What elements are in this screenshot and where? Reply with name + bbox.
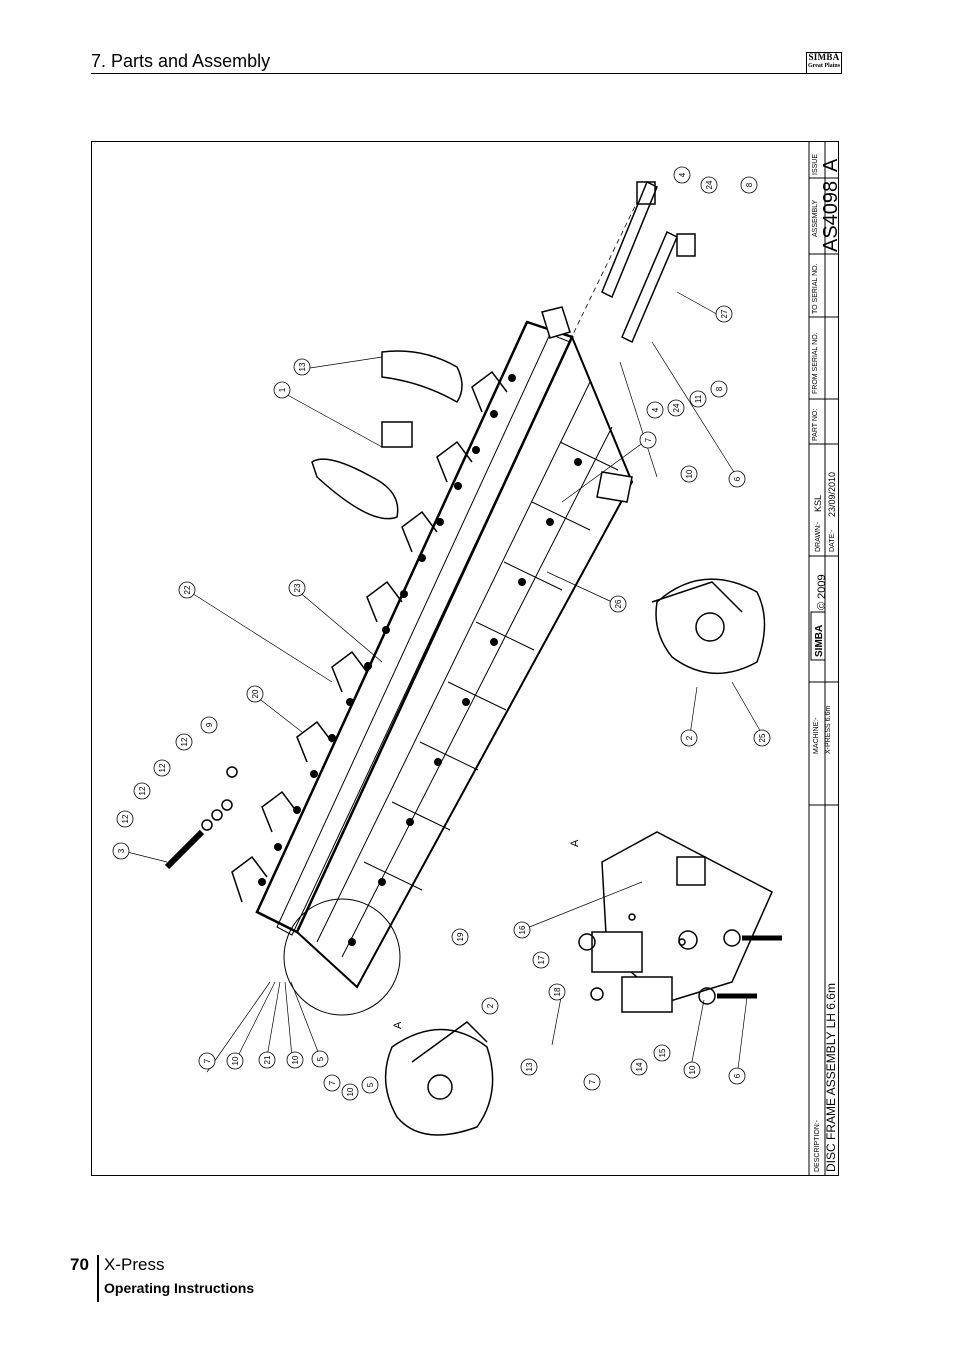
callout-label: 10 <box>346 1087 355 1096</box>
callout-label: 7 <box>328 1080 337 1085</box>
machine-value: X-PRESS 6.6m <box>825 706 832 754</box>
drawn-value: KSL <box>813 495 823 512</box>
callout-label: 15 <box>658 1048 667 1057</box>
to-serial-label: TO SERIAL NO. <box>812 263 819 314</box>
callout-label: 20 <box>251 689 260 698</box>
callout-label: 6 <box>733 1073 742 1078</box>
page-number: 70 <box>70 1255 89 1274</box>
callout-label: 24 <box>705 180 714 189</box>
description-value: DISC FRAME ASSEMBLY LH 6.6m <box>824 983 838 1172</box>
leader-lines <box>126 291 763 1078</box>
callout-label: 2 <box>486 1003 495 1008</box>
issue-value: A <box>820 158 838 172</box>
main-frame-drawing <box>231 306 634 1016</box>
callout-label: 14 <box>635 1062 644 1071</box>
callout-label: 27 <box>720 309 729 318</box>
disc-bottom-left-drawing <box>384 1021 494 1136</box>
callout-label: 1 <box>278 387 287 392</box>
machine-label: MACHINE:- <box>813 717 820 754</box>
callout-label: 8 <box>745 182 754 187</box>
drawn-label: DRAWN:- <box>815 521 822 552</box>
callout-label: 12 <box>138 786 147 795</box>
callout-label: 24 <box>672 403 681 412</box>
callout-label: 17 <box>537 955 546 964</box>
callout-label: 7 <box>203 1058 212 1063</box>
disc-scraper-drawing <box>311 350 463 520</box>
callout-label: 13 <box>525 1062 534 1071</box>
callout-label: 12 <box>180 737 189 746</box>
assembly-number: AS4098 <box>820 181 838 252</box>
description-label: DESCRIPTION:- <box>814 1119 821 1172</box>
callout-label: 3 <box>117 848 126 853</box>
date-label: DATE:- <box>829 529 836 552</box>
left-bolt-drawing <box>164 766 238 870</box>
section-title: 7. Parts and Assembly <box>91 51 271 71</box>
assembly-label: ASSEMBLY <box>812 199 819 237</box>
callout-label: 22 <box>183 585 192 594</box>
callout-label: 10 <box>685 469 694 478</box>
section-mark-a: A <box>569 839 581 847</box>
footer-subtitle: Operating Instructions <box>104 1280 255 1296</box>
disc-right-drawing <box>651 578 766 674</box>
callout-label: 10 <box>688 1065 697 1074</box>
from-serial-label: FROM SERIAL NO. <box>812 332 819 394</box>
callout-label: 4 <box>651 407 660 412</box>
callout-label: 18 <box>553 987 562 996</box>
copyright-text: © 2009 <box>816 574 828 610</box>
simba-logo: SIMBA Great Plains <box>806 52 842 74</box>
callout-label: 21 <box>263 1055 272 1064</box>
callout-circles <box>112 166 771 1101</box>
issue-label: ISSUE <box>812 154 819 175</box>
callout-label: 6 <box>733 476 742 481</box>
header-rule <box>91 73 841 74</box>
callout-label: 19 <box>456 932 465 941</box>
callout-label: 16 <box>518 925 527 934</box>
callout-label: 11 <box>694 394 703 403</box>
footer-model: X-Press <box>104 1255 165 1274</box>
callout-label: 7 <box>644 437 653 442</box>
callout-label: 25 <box>758 733 767 742</box>
date-value: 23/09/2010 <box>827 472 837 517</box>
callout-label: 13 <box>298 362 307 371</box>
callout-label: 4 <box>678 172 687 177</box>
callout-label: 10 <box>231 1056 240 1065</box>
callout-label: 5 <box>316 1056 325 1061</box>
callout-label: 9 <box>205 722 214 727</box>
callout-label: 23 <box>293 583 302 592</box>
logo-text-bottom: Great Plains <box>807 63 841 69</box>
logo-text-top: SIMBA <box>808 52 840 62</box>
callout-label: 7 <box>588 1079 597 1084</box>
title-block-brand: SIMBA <box>814 625 825 657</box>
callout-label: 2 <box>685 735 694 740</box>
callout-label: 10 <box>291 1055 300 1064</box>
detail-a-drawing <box>578 831 782 1013</box>
section-mark-a: A <box>392 1021 404 1029</box>
part-no-label: PART NO: <box>812 409 819 441</box>
callout-label: 12 <box>121 814 130 823</box>
callout-label: 5 <box>366 1082 375 1087</box>
parts-drawing-frame: ISSUE A ASSEMBLY AS4098 TO SERIAL NO. FR… <box>91 141 842 1176</box>
callout-label: 12 <box>158 763 167 772</box>
callout-label: 26 <box>614 599 623 608</box>
drawbar-arms-drawing <box>561 180 696 358</box>
callout-label: 8 <box>715 386 724 391</box>
parts-drawing: ISSUE A ASSEMBLY AS4098 TO SERIAL NO. FR… <box>112 142 842 1175</box>
footer-divider <box>97 1255 99 1302</box>
